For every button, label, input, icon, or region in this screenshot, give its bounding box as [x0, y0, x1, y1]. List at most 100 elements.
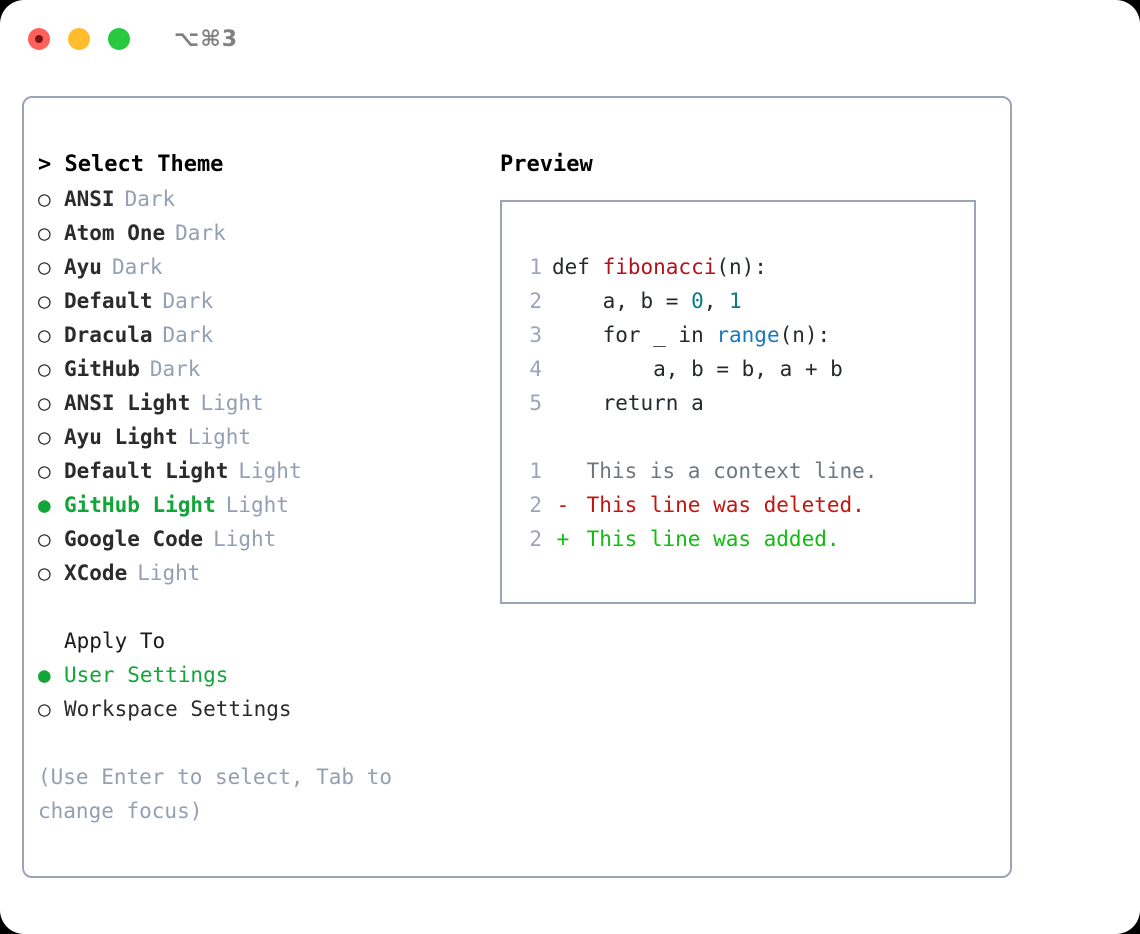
theme-variant-badge: Light: [187, 425, 252, 449]
theme-list-item[interactable]: ○ Ayu Dark: [38, 250, 478, 284]
diff-marker: -: [556, 493, 570, 517]
radio-unselected-icon[interactable]: ○: [38, 459, 51, 483]
code-token: (n):: [779, 323, 831, 347]
theme-variant-badge: Dark: [162, 323, 214, 347]
theme-variant-badge: Light: [137, 561, 201, 585]
code-token: (n):: [716, 255, 767, 279]
code-token: fibonacci: [602, 255, 717, 279]
diff-sample: 1 This is a context line.2- This line wa…: [520, 454, 974, 556]
theme-variant-badge: Dark: [111, 255, 163, 279]
radio-selected-icon[interactable]: ●: [38, 493, 51, 517]
apply-to-label: Workspace Settings: [64, 697, 292, 721]
theme-list-item[interactable]: ○ Ayu Light Light: [38, 420, 478, 454]
maximize-window-icon[interactable]: [108, 28, 130, 50]
code-line-number: 2: [529, 289, 542, 313]
radio-selected-icon[interactable]: ●: [38, 663, 51, 687]
code-token: return a: [552, 391, 704, 415]
radio-unselected-icon[interactable]: ○: [38, 527, 51, 551]
radio-unselected-icon[interactable]: ○: [38, 255, 51, 279]
select-theme-header: > Select Theme: [38, 152, 224, 177]
close-window-icon[interactable]: [28, 28, 50, 50]
code-token: a, b = b, a + b: [552, 357, 843, 381]
diff-text: This line was added.: [574, 527, 840, 551]
theme-name-label: Default: [64, 289, 153, 313]
theme-list-item[interactable]: ● GitHub Light Light: [38, 488, 478, 522]
theme-variant-badge: Light: [238, 459, 302, 483]
code-line: 4 a, b = b, a + b: [520, 352, 974, 386]
apply-to-option[interactable]: ○ Workspace Settings: [38, 692, 478, 726]
title-bar: ⌥⌘3: [0, 0, 1140, 78]
apply-to-option[interactable]: ●User Settings: [38, 658, 478, 692]
theme-variant-badge: Light: [225, 493, 289, 517]
theme-list-item[interactable]: ○ XCode Light: [38, 556, 478, 590]
code-diff-separator: [520, 420, 974, 454]
theme-name-label: Dracula: [64, 323, 153, 347]
apply-to-header: Apply To: [64, 629, 166, 653]
diff-text: This is a context line.: [574, 459, 878, 483]
keyboard-shortcut-label: ⌥⌘3: [174, 26, 239, 52]
preview-title: Preview: [500, 152, 593, 177]
diff-line: 1 This is a context line.: [520, 454, 974, 488]
theme-name-label: Ayu Light: [64, 425, 178, 449]
diff-line-number: 2: [529, 493, 542, 517]
code-token: a, b =: [552, 289, 692, 313]
code-token: 1: [729, 289, 742, 313]
theme-name-label: Default Light: [64, 459, 229, 483]
theme-variant-badge: Dark: [124, 187, 176, 211]
theme-variant-badge: Dark: [149, 357, 201, 381]
theme-list-item[interactable]: ○ Atom One Dark: [38, 216, 478, 250]
theme-list-item[interactable]: ○ Dracula Dark: [38, 318, 478, 352]
diff-marker: +: [556, 527, 570, 551]
diff-marker: [552, 454, 574, 488]
theme-name-label: Ayu: [64, 255, 102, 279]
theme-list-item[interactable]: ○ ANSI Dark: [38, 182, 478, 216]
theme-name-label: XCode: [64, 561, 128, 585]
diff-line: 2 + This line was added.: [520, 522, 974, 556]
theme-list-item[interactable]: ○ Default Light Light: [38, 454, 478, 488]
radio-unselected-icon[interactable]: ○: [38, 323, 51, 347]
minimize-window-icon[interactable]: [68, 28, 90, 50]
code-line-number: 1: [529, 255, 542, 279]
code-line: 3 for _ in range(n):: [520, 318, 974, 352]
theme-name-label: Atom One: [64, 221, 166, 245]
code-line: 5 return a: [520, 386, 974, 420]
diff-line-number: 1: [529, 459, 542, 483]
code-token: 0: [691, 289, 704, 313]
code-token: def: [552, 255, 603, 279]
theme-list-item[interactable]: ○ ANSI Light Light: [38, 386, 478, 420]
theme-variant-badge: Light: [200, 391, 264, 415]
code-line: 2 a, b = 0, 1: [520, 284, 974, 318]
theme-variant-badge: Dark: [175, 221, 226, 245]
theme-name-label: ANSI: [64, 187, 115, 211]
radio-unselected-icon[interactable]: ○: [38, 561, 51, 585]
code-token: range: [716, 323, 780, 347]
code-token: ,: [703, 289, 730, 313]
theme-name-label: GitHub: [64, 357, 140, 381]
radio-unselected-icon[interactable]: ○: [38, 425, 51, 449]
radio-unselected-icon[interactable]: ○: [38, 391, 51, 415]
radio-unselected-icon[interactable]: ○: [38, 697, 51, 721]
code-line: 1 def fibonacci(n):: [520, 250, 974, 284]
diff-line-number: 2: [529, 527, 542, 551]
theme-list-item[interactable]: ○ GitHub Dark: [38, 352, 478, 386]
diff-line: 2- This line was deleted.: [520, 488, 974, 522]
code-line-number: 4: [529, 357, 542, 381]
theme-name-label: ANSI Light: [64, 391, 191, 415]
theme-name-label: GitHub Light: [64, 493, 216, 517]
window-controls: [28, 28, 130, 50]
keyboard-hint-text: (Use Enter to select, Tab to change focu…: [38, 765, 393, 823]
radio-unselected-icon[interactable]: ○: [38, 357, 51, 381]
radio-unselected-icon[interactable]: ○: [38, 289, 51, 313]
code-line-number: 3: [529, 323, 542, 347]
code-token: for _ in: [552, 323, 717, 347]
radio-unselected-icon[interactable]: ○: [38, 221, 51, 245]
radio-unselected-icon[interactable]: ○: [38, 187, 51, 211]
